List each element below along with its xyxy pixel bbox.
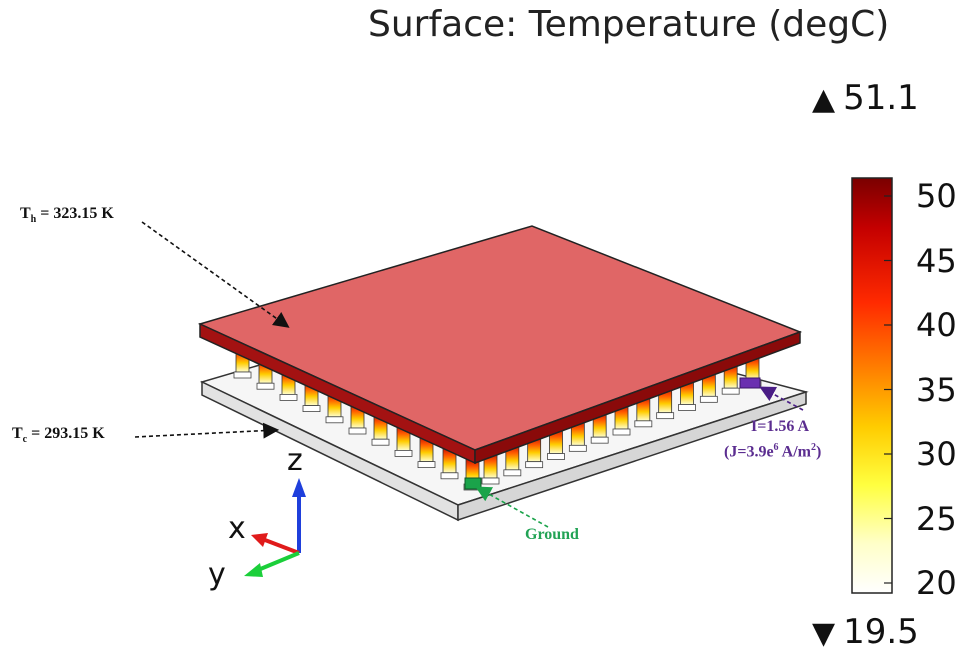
leg-base-pad	[325, 416, 344, 424]
leg-base-pad	[256, 382, 275, 390]
axis-label-z: z	[287, 443, 303, 478]
hot-plate	[197, 225, 803, 465]
leg-base-pad	[440, 472, 459, 480]
leg-base-pad	[656, 412, 675, 420]
legend-tick-label: 35	[916, 370, 957, 409]
leg-base-pad	[590, 436, 609, 444]
annotation-th: Th = 323.15 K	[20, 205, 114, 226]
ground-arrow	[475, 486, 549, 528]
legend-tick-label: 40	[916, 306, 957, 344]
leg-base-pad	[503, 469, 522, 477]
legend-tick-label: 30	[916, 435, 957, 473]
leg-base-pad	[547, 453, 565, 460]
legend-min: ▼19.5	[812, 612, 919, 652]
legend-color-bar	[851, 177, 893, 594]
leg-base-pad	[699, 395, 718, 403]
annotation-current: I=1.56 A	[751, 418, 810, 435]
leg-base-pad	[634, 420, 653, 428]
legend-tick-label: 45	[916, 241, 957, 280]
annotation-tc: Tc = 293.15 K	[12, 425, 105, 446]
tc-arrow	[134, 422, 280, 439]
leg-base-pad	[302, 405, 321, 413]
leg-base-pad	[721, 387, 740, 395]
current-terminal	[739, 377, 761, 389]
legend-tick-marks	[884, 195, 892, 584]
axis-label-x: x	[228, 511, 246, 546]
legend-tick-label: 50	[916, 177, 957, 215]
leg-base-pad	[678, 404, 696, 411]
leg-base-pad	[371, 438, 390, 446]
leg-base-pad	[481, 477, 500, 485]
plot-title: Surface: Temperature (degC)	[368, 4, 890, 45]
annotation-current-density: (J=3.9e6 A/m2)	[724, 442, 822, 461]
leg-base-pad	[568, 444, 587, 452]
leg-base-pad	[417, 461, 436, 469]
leg-base-pad	[233, 371, 252, 379]
annotation-ground: Ground	[525, 526, 579, 543]
leg-base-pad	[279, 393, 298, 401]
legend-tick-label: 20	[916, 564, 957, 602]
ground-terminal	[464, 477, 482, 490]
leg-base-pad	[525, 461, 544, 469]
legend-max: ▲51.1	[812, 78, 919, 118]
legend-min-value: 19.5	[843, 612, 919, 652]
leg-base-pad	[612, 428, 631, 436]
leg-base-pad	[348, 427, 367, 435]
leg-base-pad	[394, 449, 413, 457]
axis-label-y: y	[208, 557, 226, 592]
legend-tick-label: 25	[916, 499, 957, 538]
max-triangle-icon: ▲	[812, 82, 836, 117]
current-arrow	[759, 386, 804, 411]
th-arrow	[141, 221, 290, 328]
coordinate-triad	[244, 478, 306, 577]
legend-max-value: 51.1	[843, 78, 919, 118]
min-triangle-icon: ▼	[812, 616, 836, 651]
